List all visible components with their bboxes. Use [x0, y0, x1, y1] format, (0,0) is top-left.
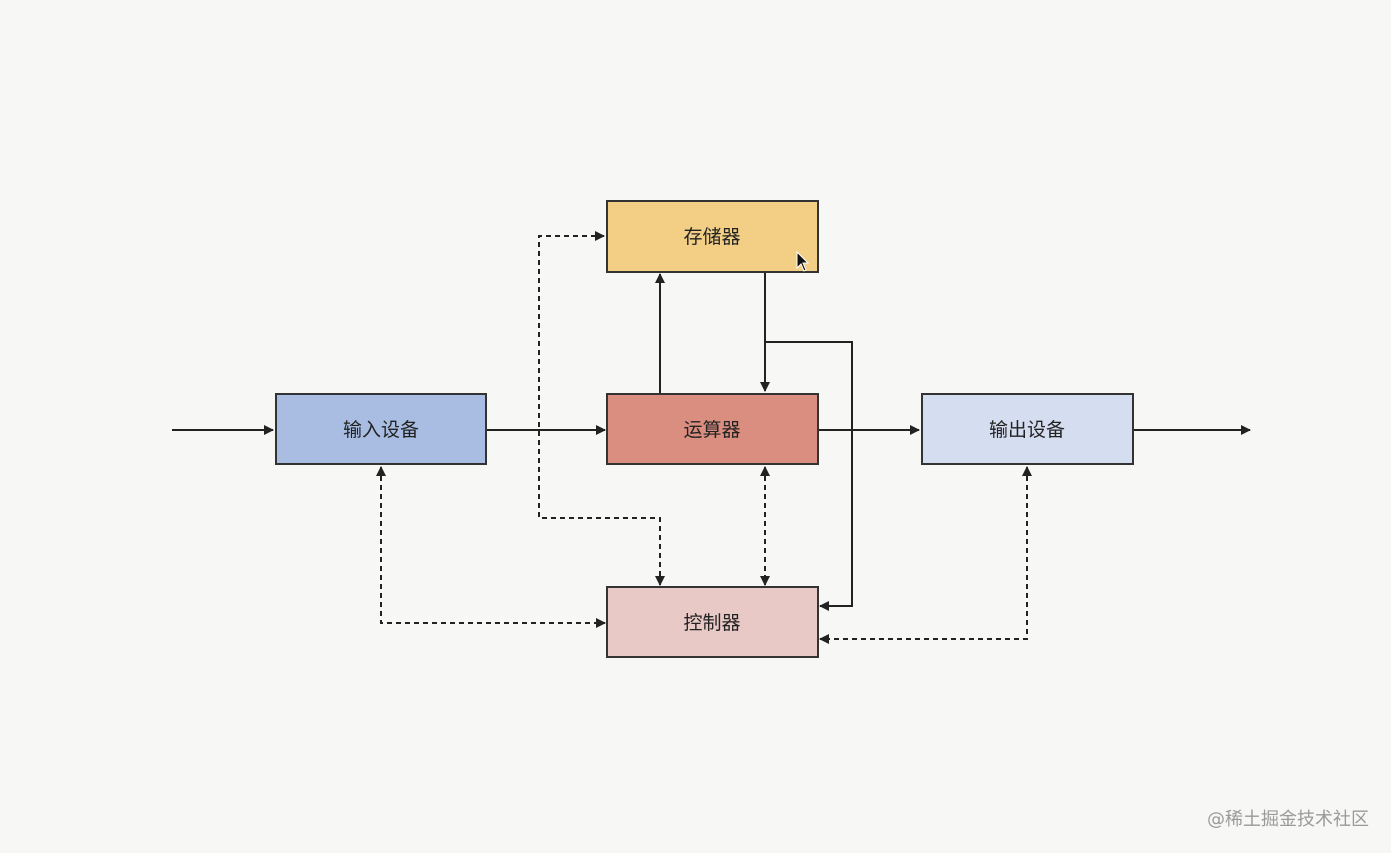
corner-watermark-text: @稀土掘金技术社区 [1207, 809, 1369, 830]
edge-controller-output [819, 466, 1032, 644]
node-input-label: 输入设备 [343, 419, 419, 441]
node-input-box [275, 393, 487, 465]
node-storage-label: 存储器 [683, 226, 740, 248]
edge-storage-to-controller [765, 341, 853, 611]
node-alu: 运算器 [606, 393, 819, 465]
node-storage: 存储器 [606, 200, 819, 273]
edge-controller-input [376, 466, 606, 628]
dashed-edges [376, 231, 1032, 644]
node-storage-box [606, 200, 819, 273]
node-input: 输入设备 [275, 393, 487, 465]
node-output-box [921, 393, 1134, 465]
node-controller-box [606, 586, 819, 658]
node-controller: 控制器 [606, 586, 819, 658]
node-alu-box [606, 393, 819, 465]
node-controller-label: 控制器 [683, 612, 740, 634]
node-output-label: 输出设备 [989, 419, 1065, 441]
mouse-pointer-icon [796, 250, 810, 277]
node-alu-label: 运算器 [683, 419, 740, 441]
node-output: 输出设备 [921, 393, 1134, 465]
